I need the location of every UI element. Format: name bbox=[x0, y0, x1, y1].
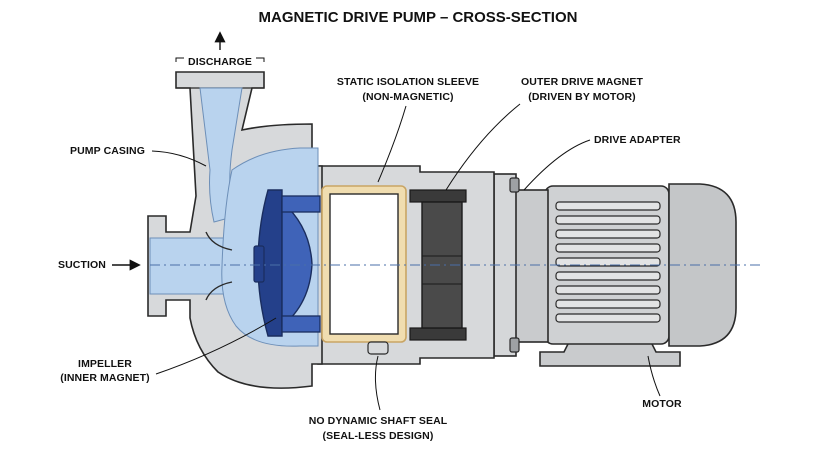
outer-drive-magnet bbox=[409, 189, 467, 341]
impeller-label-group: IMPELLER (INNER MAGNET) bbox=[60, 317, 277, 384]
suction-label: SUCTION bbox=[58, 259, 106, 271]
outer-magnet-label-line2: (DRIVEN BY MOTOR) bbox=[528, 91, 635, 103]
impeller bbox=[253, 189, 321, 337]
isolation-sleeve bbox=[321, 185, 407, 355]
discharge-label-group: DISCHARGE bbox=[175, 31, 265, 68]
motor-label: MOTOR bbox=[642, 398, 682, 410]
diagram-title: MAGNETIC DRIVE PUMP – CROSS-SECTION bbox=[259, 9, 578, 26]
no-seal-label-line2: (SEAL-LESS DESIGN) bbox=[323, 430, 434, 442]
sleeve-label-line1: STATIC ISOLATION SLEEVE bbox=[337, 76, 479, 88]
suction-label-group: SUCTION bbox=[58, 259, 141, 271]
motor-label-group: MOTOR bbox=[642, 355, 682, 410]
no-seal-label-group: NO DYNAMIC SHAFT SEAL (SEAL-LESS DESIGN) bbox=[309, 355, 448, 442]
pump-casing-label: PUMP CASING bbox=[70, 145, 145, 157]
outer-magnet-label-group: OUTER DRIVE MAGNET (DRIVEN BY MOTOR) bbox=[445, 76, 643, 191]
no-seal-label-line1: NO DYNAMIC SHAFT SEAL bbox=[309, 415, 448, 427]
pump-casing-label-group: PUMP CASING bbox=[70, 145, 207, 167]
sleeve-label-group: STATIC ISOLATION SLEEVE (NON-MAGNETIC) bbox=[337, 76, 479, 183]
motor bbox=[539, 183, 737, 367]
impeller-label-line1: IMPELLER bbox=[78, 358, 132, 370]
sleeve-label-line2: (NON-MAGNETIC) bbox=[362, 91, 453, 103]
drive-adapter-label-group: DRIVE ADAPTER bbox=[523, 134, 681, 191]
discharge-label: DISCHARGE bbox=[188, 56, 252, 68]
outer-magnet-label-line1: OUTER DRIVE MAGNET bbox=[521, 76, 643, 88]
impeller-label-line2: (INNER MAGNET) bbox=[60, 372, 149, 384]
drive-adapter-label: DRIVE ADAPTER bbox=[594, 134, 681, 146]
